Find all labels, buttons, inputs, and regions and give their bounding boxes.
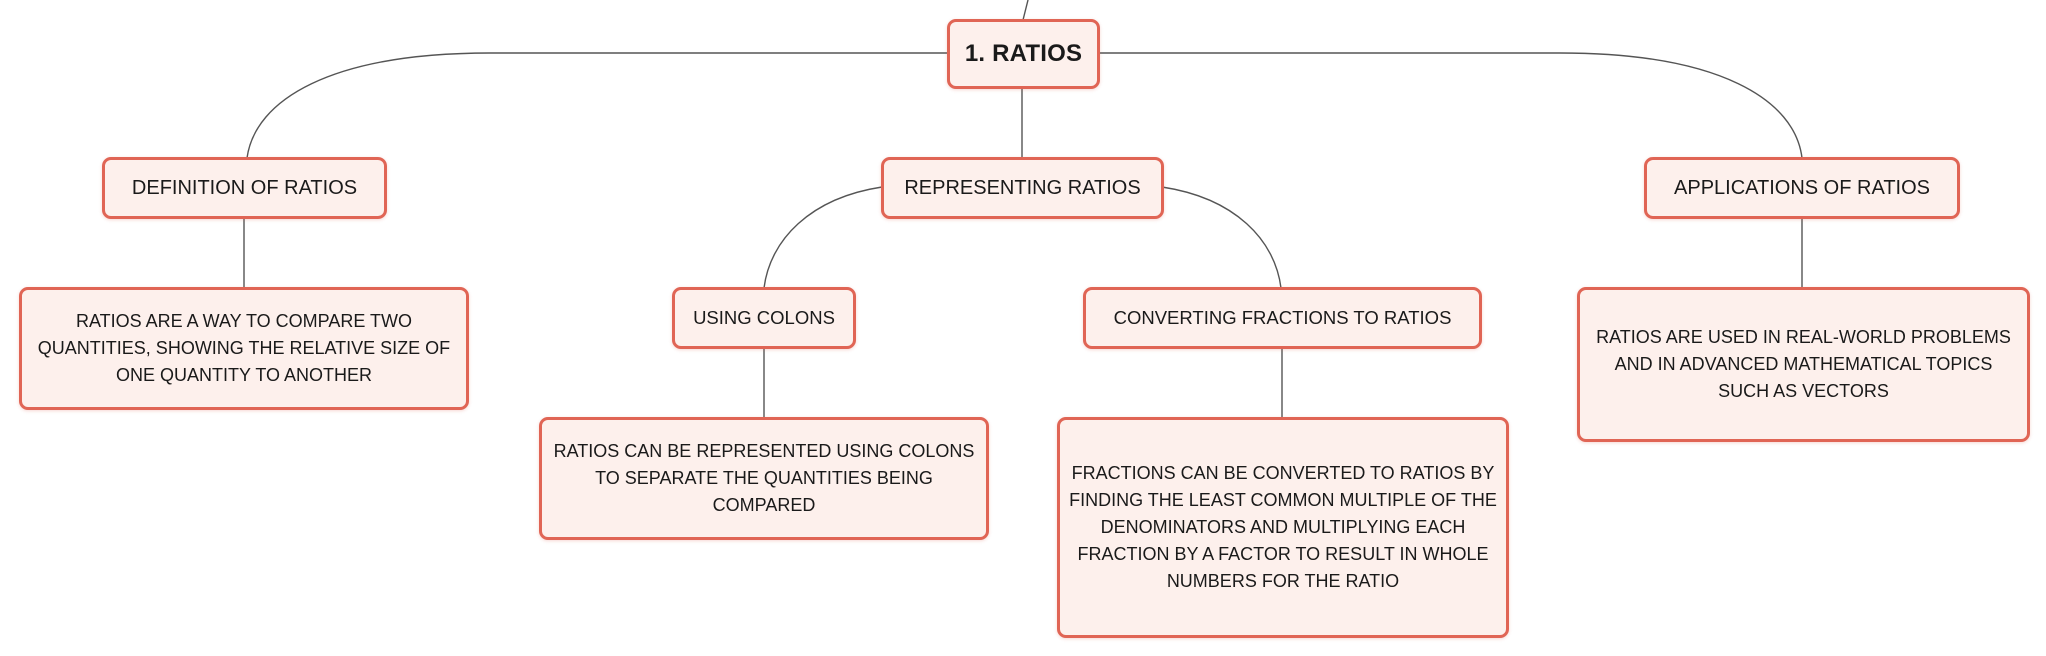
converting-fractions-detail-text: FRACTIONS CAN BE CONVERTED TO RATIOS BY … [1069, 463, 1497, 591]
representing-node[interactable]: REPRESENTING RATIOS [881, 157, 1164, 219]
representing-label: REPRESENTING RATIOS [904, 176, 1141, 199]
using-colons-detail-node[interactable]: RATIOS CAN BE REPRESENTED USING COLONS T… [539, 417, 989, 540]
connector-representing-colons [763, 186, 883, 289]
connector-root-definition [246, 52, 950, 159]
root-node[interactable]: 1. RATIOS [947, 19, 1100, 89]
using-colons-node[interactable]: USING COLONS [672, 287, 856, 349]
connector-root-applications [1099, 52, 1803, 159]
converting-fractions-node[interactable]: CONVERTING FRACTIONS TO RATIOS [1083, 287, 1482, 349]
converting-fractions-label: CONVERTING FRACTIONS TO RATIOS [1113, 307, 1452, 328]
applications-node[interactable]: APPLICATIONS OF RATIOS [1644, 157, 1960, 219]
applications-label: APPLICATIONS OF RATIOS [1674, 176, 1930, 199]
connector-root-parent [1022, 0, 1029, 21]
definition-detail-node[interactable]: RATIOS ARE A WAY TO COMPARE TWO QUANTITI… [19, 287, 469, 410]
using-colons-detail-text: RATIOS CAN BE REPRESENTED USING COLONS T… [553, 441, 975, 515]
applications-detail-text: RATIOS ARE USED IN REAL-WORLD PROBLEMS A… [1596, 327, 2011, 401]
applications-detail-node[interactable]: RATIOS ARE USED IN REAL-WORLD PROBLEMS A… [1577, 287, 2030, 442]
definition-label: DEFINITION OF RATIOS [131, 176, 358, 199]
converting-fractions-detail-node[interactable]: FRACTIONS CAN BE CONVERTED TO RATIOS BY … [1057, 417, 1509, 638]
definition-node[interactable]: DEFINITION OF RATIOS [102, 157, 387, 219]
root-label: 1. RATIOS [964, 40, 1083, 67]
connector-representing-fractions [1161, 186, 1282, 289]
definition-detail-text: RATIOS ARE A WAY TO COMPARE TWO QUANTITI… [37, 311, 451, 385]
using-colons-label: USING COLONS [693, 307, 835, 328]
